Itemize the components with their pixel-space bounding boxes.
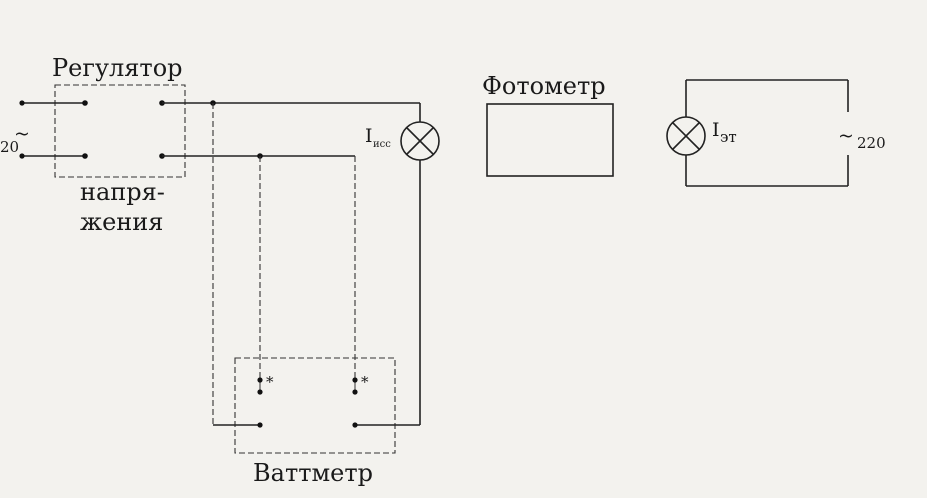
- test-lamp-icon: [400, 121, 440, 161]
- input-ac-tilde: ~: [14, 123, 30, 145]
- voltage-regulator: Регулятор напря- жения 20 ~: [0, 54, 186, 236]
- photometer: Фотометр: [482, 72, 614, 177]
- test-lamp-cross-b: [406, 127, 434, 155]
- test-lamp-symbol: I: [365, 125, 373, 147]
- photometer-box: [486, 103, 614, 177]
- reference-lamp-circuit: I эт ~ 220: [666, 79, 886, 187]
- wattmeter-terminal-6: [352, 422, 358, 428]
- wattmeter-label: Ваттметр: [253, 459, 373, 487]
- regulator-label-line3: жения: [80, 208, 163, 236]
- reference-lamp-icon: [666, 116, 706, 156]
- input-terminal-top: [19, 100, 25, 106]
- input-voltage-label: 20: [0, 138, 19, 156]
- regulator-in-node-bottom: [82, 153, 88, 159]
- main-wiring: [162, 100, 421, 425]
- ref-voltage-label: 220: [857, 134, 886, 152]
- wattmeter-terminal-1: [257, 377, 263, 383]
- ref-lamp-symbol: I: [712, 119, 720, 141]
- ref-lamp-cross-b: [672, 122, 700, 150]
- regulator-box: [54, 84, 186, 178]
- regulator-in-node-top: [82, 100, 88, 106]
- ref-lamp-subscript: эт: [720, 128, 737, 146]
- ref-ac-tilde: ~: [838, 125, 854, 147]
- wattmeter-box: [234, 357, 396, 454]
- regulator-label-line2: напря-: [80, 178, 165, 206]
- test-lamp-subscript: исс: [373, 139, 391, 150]
- wattmeter: * * Ваттметр: [213, 357, 420, 487]
- wattmeter-marker-2: *: [361, 373, 369, 391]
- wattmeter-terminal-5: [352, 389, 358, 395]
- regulator-label: Регулятор: [52, 54, 183, 82]
- wattmeter-terminal-3: [257, 422, 263, 428]
- input-terminal-bottom: [19, 153, 25, 159]
- wattmeter-terminal-2: [257, 389, 263, 395]
- wattmeter-marker-1: *: [266, 373, 274, 391]
- wattmeter-terminal-4: [352, 377, 358, 383]
- test-lamp: I исс: [365, 121, 440, 161]
- photometer-label: Фотометр: [482, 72, 606, 100]
